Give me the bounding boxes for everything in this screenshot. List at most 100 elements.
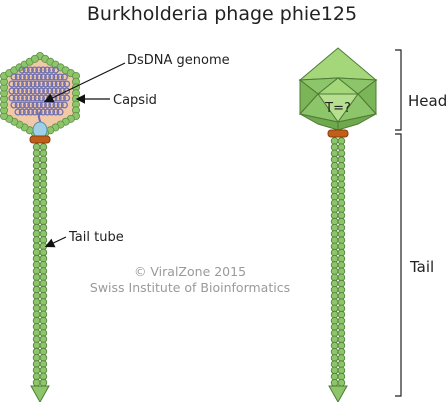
- tail-bead: [39, 360, 48, 368]
- dna-loop: [23, 73, 31, 81]
- tail-bead: [330, 273, 339, 282]
- tail-bead: [32, 310, 41, 319]
- dna-loop: [25, 87, 33, 95]
- dna-loop: [35, 66, 43, 74]
- tail-bead: [32, 267, 41, 275]
- tail-bead: [39, 248, 48, 257]
- dna-loop: [60, 101, 68, 109]
- tail-bead: [337, 310, 346, 319]
- tail-bead: [337, 248, 346, 257]
- dna-loop: [8, 87, 16, 95]
- tail-bead: [337, 279, 346, 288]
- dna-loop: [27, 101, 35, 109]
- tail-bead: [330, 248, 339, 257]
- tail-bead: [337, 335, 346, 344]
- tail-bead: [39, 199, 48, 207]
- tail-bead: [337, 186, 346, 195]
- dna-loop: [56, 108, 64, 116]
- tail-bead: [337, 254, 346, 263]
- dsdna-label: DsDNA genome: [127, 53, 230, 68]
- tail-bead: [32, 353, 41, 362]
- dna-loop: [21, 87, 29, 95]
- tail-bead: [337, 292, 346, 300]
- dna-loop: [21, 80, 29, 88]
- tail-bead: [39, 304, 48, 313]
- tail-bead: [32, 199, 41, 207]
- dna-loop: [31, 101, 39, 109]
- dna-loop: [23, 101, 31, 109]
- tail-bead: [39, 186, 48, 195]
- dna-loop: [12, 80, 20, 88]
- tail-bead: [39, 353, 48, 362]
- dna-loop: [12, 87, 20, 95]
- tail-bead: [330, 372, 339, 381]
- tail-bead: [32, 260, 41, 269]
- diagram-title: Burkholderia phage phie125: [87, 3, 357, 25]
- tail-bead: [330, 261, 339, 269]
- dna-loop: [63, 94, 71, 102]
- tail-bead: [39, 378, 48, 387]
- tail-bead: [32, 341, 41, 350]
- tail-bead: [337, 347, 346, 356]
- dna-loop: [29, 94, 37, 102]
- dna-loop: [43, 108, 51, 116]
- capsid-label: Capsid: [113, 93, 157, 108]
- tail-bead: [32, 322, 41, 331]
- tail-bead: [32, 217, 41, 226]
- dna-loop: [27, 73, 35, 81]
- dna-loop: [63, 80, 71, 88]
- tail-bead: [330, 298, 339, 307]
- dna-loop: [25, 94, 33, 102]
- dna-loop: [18, 66, 26, 74]
- dna-loop: [14, 108, 22, 116]
- tail-bead: [330, 267, 339, 276]
- tail-bead: [39, 155, 48, 164]
- dna-loop: [16, 94, 24, 102]
- tail-bead: [32, 304, 41, 313]
- tail-bead: [337, 304, 346, 313]
- dna-loop: [12, 94, 20, 102]
- tail-bead: [337, 162, 346, 170]
- tail-bead: [32, 180, 41, 189]
- dna-loop: [25, 80, 33, 88]
- tail-bead: [337, 354, 346, 362]
- tail-bead: [39, 322, 48, 331]
- dna-loop: [52, 101, 60, 109]
- tail-bead: [32, 291, 41, 300]
- tail-bead: [39, 161, 48, 170]
- tail-bead: [330, 378, 339, 387]
- tail-bead: [32, 192, 41, 201]
- tail-bead: [32, 223, 41, 232]
- dna-loop: [47, 66, 55, 74]
- tail-bead: [337, 267, 346, 276]
- dna-loop: [54, 87, 62, 95]
- dna-loop: [26, 66, 34, 74]
- dna-loop: [48, 73, 56, 81]
- tail-bead: [330, 217, 339, 226]
- dna-loop: [48, 108, 56, 116]
- tail-bead: [330, 323, 339, 331]
- tail-bead: [32, 347, 41, 356]
- head-bracket: [395, 49, 402, 131]
- tail-bead: [337, 298, 346, 307]
- tail-bead: [32, 273, 41, 282]
- tail-bead: [337, 360, 346, 369]
- tail-bead: [32, 248, 41, 257]
- tail-bead: [39, 223, 48, 232]
- tail-bead: [39, 230, 48, 238]
- tail-tube-label: Tail tube: [68, 230, 124, 245]
- dsdna-arrow: [43, 62, 126, 103]
- dna-loop: [63, 87, 71, 95]
- dna-loop: [50, 80, 58, 88]
- dna-loop: [18, 108, 26, 116]
- dna-loop: [37, 80, 45, 88]
- dna-loop: [37, 87, 45, 95]
- tail-bead: [39, 260, 48, 269]
- tail-bead: [337, 224, 346, 232]
- tail-bead: [330, 224, 339, 232]
- tail-bead: [39, 291, 48, 300]
- tail-bead: [337, 372, 346, 381]
- tail-bead: [330, 162, 339, 170]
- tail-bead: [330, 211, 339, 220]
- tail-bead: [32, 143, 41, 151]
